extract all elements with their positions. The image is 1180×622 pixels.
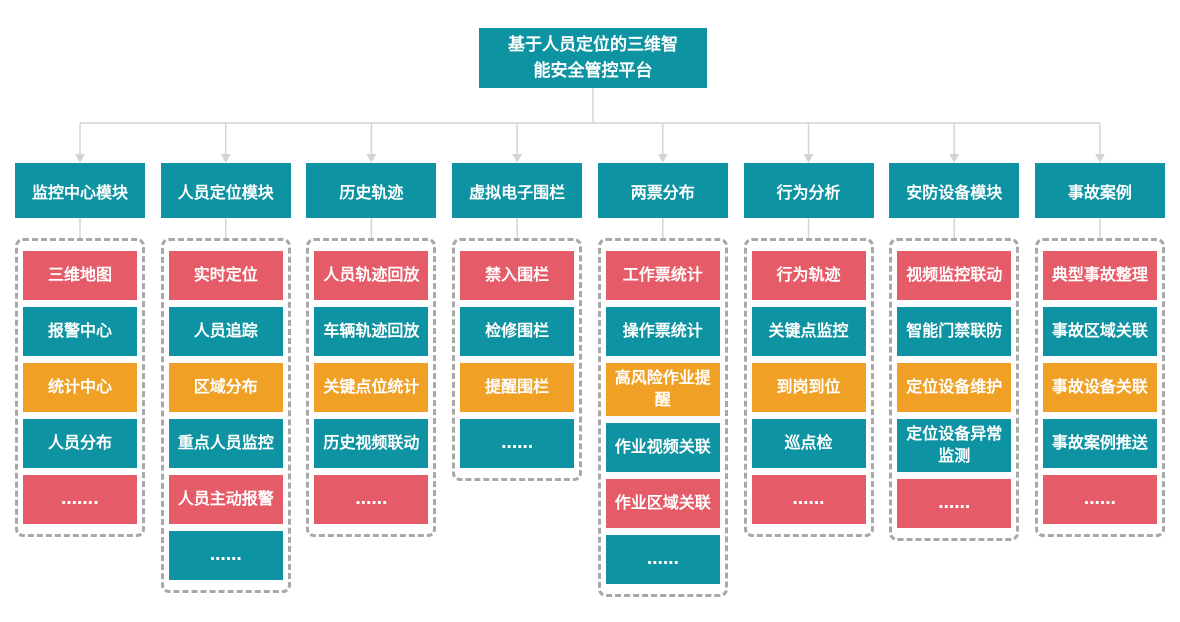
module-item: 行为轨迹 <box>751 251 866 300</box>
module-item: …… <box>1042 475 1157 524</box>
module-item: 人员追踪 <box>168 307 283 356</box>
module-column: 事故案例典型事故整理事故区域关联事故设备关联事故案例推送 …… <box>1034 163 1165 597</box>
module-item: 视频监控联动 <box>897 251 1012 300</box>
module-item-group: 实时定位人员追踪区域分布重点人员监控人员主动报警 …… <box>160 238 291 593</box>
module-item: 报警中心 <box>23 307 137 356</box>
module-item: 提醒围栏 <box>460 363 575 412</box>
module-item: 工作票统计 <box>605 251 720 300</box>
module-item: 操作票统计 <box>605 307 720 356</box>
module-item: 典型事故整理 <box>1042 251 1157 300</box>
module-item: …… <box>460 419 575 468</box>
module-item: 事故区域关联 <box>1042 307 1157 356</box>
module-column: 虚拟电子围栏禁入围栏检修围栏提醒围栏 …… <box>452 163 583 597</box>
module-header: 监控中心模块 <box>15 163 145 218</box>
module-item: 人员分布 <box>23 419 137 468</box>
module-item: 智能门禁联防 <box>897 307 1012 356</box>
module-item: 人员主动报警 <box>168 475 283 524</box>
module-item: …… <box>897 478 1012 528</box>
module-item: 禁入围栏 <box>460 251 575 300</box>
module-header: 安防设备模块 <box>889 163 1020 218</box>
module-item: 到岗到位 <box>751 363 866 412</box>
module-item: 三维地图 <box>23 251 137 300</box>
module-header: 虚拟电子围栏 <box>452 163 583 218</box>
module-header: 事故案例 <box>1034 163 1165 218</box>
module-item: 车辆轨迹回放 <box>314 307 429 356</box>
module-item: …… <box>168 531 283 580</box>
module-item-group: 行为轨迹关键点监控到岗到位巡点检 …… <box>743 238 874 537</box>
module-item: 关键点监控 <box>751 307 866 356</box>
module-item-group: 典型事故整理事故区域关联事故设备关联事故案例推送 …… <box>1034 238 1165 537</box>
module-column: 监控中心模块三维地图报警中心统计中心人员分布 ……. <box>15 163 145 597</box>
module-item: 历史视频联动 <box>314 419 429 468</box>
module-item: 人员轨迹回放 <box>314 251 429 300</box>
module-header: 两票分布 <box>597 163 728 218</box>
module-header: 行为分析 <box>743 163 874 218</box>
module-column: 安防设备模块视频监控联动智能门禁联防定位设备维护定位设备异常监测 …… <box>889 163 1020 597</box>
module-item: 重点人员监控 <box>168 419 283 468</box>
module-item: 检修围栏 <box>460 307 575 356</box>
module-item: 事故设备关联 <box>1042 363 1157 412</box>
module-item: 实时定位 <box>168 251 283 300</box>
module-item: …… <box>751 475 866 524</box>
module-item-group: 三维地图报警中心统计中心人员分布 ……. <box>15 238 145 537</box>
module-header: 历史轨迹 <box>306 163 437 218</box>
module-item: 高风险作业提醒 <box>605 363 720 416</box>
module-columns: 监控中心模块三维地图报警中心统计中心人员分布 ……. 人员定位模块实时定位人员追踪区… <box>15 163 1165 597</box>
module-column: 人员定位模块实时定位人员追踪区域分布重点人员监控人员主动报警 …… <box>160 163 291 597</box>
module-column: 两票分布工作票统计操作票统计高风险作业提醒作业视频关联作业区域关联 …… <box>597 163 728 597</box>
module-item: …… <box>314 475 429 524</box>
module-item-group: 视频监控联动智能门禁联防定位设备维护定位设备异常监测 …… <box>889 238 1020 541</box>
module-header: 人员定位模块 <box>160 163 291 218</box>
module-item: 作业视频关联 <box>605 422 720 472</box>
module-item: 巡点检 <box>751 419 866 468</box>
module-item-group: 人员轨迹回放车辆轨迹回放关键点位统计历史视频联动 …… <box>306 238 437 537</box>
module-item: 事故案例推送 <box>1042 419 1157 468</box>
module-item: 统计中心 <box>23 363 137 412</box>
module-item: 作业区域关联 <box>605 478 720 528</box>
module-column: 行为分析行为轨迹关键点监控到岗到位巡点检 …… <box>743 163 874 597</box>
module-item: …… <box>605 534 720 584</box>
module-item: 定位设备异常监测 <box>897 419 1012 472</box>
module-item-group: 工作票统计操作票统计高风险作业提醒作业视频关联作业区域关联 …… <box>597 238 728 597</box>
root-node: 基于人员定位的三维智能安全管控平台 <box>479 28 707 88</box>
module-item-group: 禁入围栏检修围栏提醒围栏 …… <box>452 238 583 481</box>
module-item: 定位设备维护 <box>897 363 1012 412</box>
module-column: 历史轨迹人员轨迹回放车辆轨迹回放关键点位统计历史视频联动 …… <box>306 163 437 597</box>
module-item: 区域分布 <box>168 363 283 412</box>
module-item: ……. <box>23 475 137 524</box>
module-item: 关键点位统计 <box>314 363 429 412</box>
